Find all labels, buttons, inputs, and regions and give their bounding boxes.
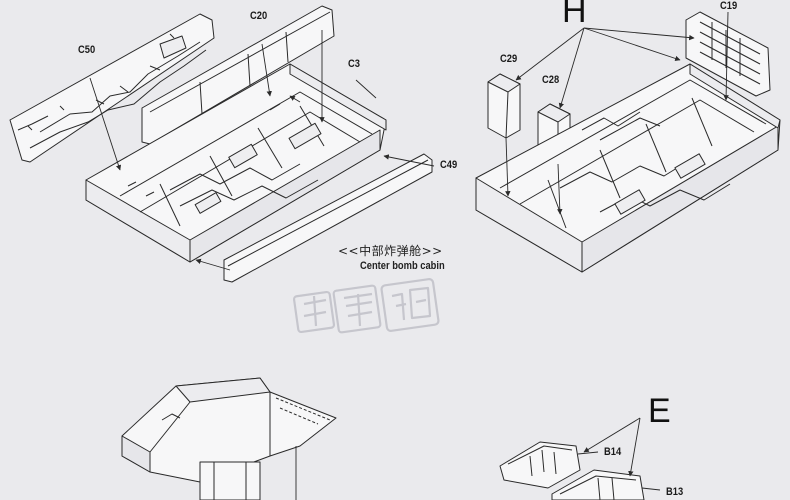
- caption-chinese: <<中部炸弹舱>>: [338, 244, 443, 258]
- label-c50: C50: [78, 44, 96, 56]
- label-c29: C29: [500, 53, 518, 65]
- part-c20-panel: [141, 5, 335, 145]
- label-b13: B13: [666, 486, 684, 498]
- h-leader-lines: [505, 11, 729, 215]
- e-leader-lines: [577, 417, 661, 491]
- watermark-logo: [292, 278, 440, 334]
- part-c49-strip: [223, 153, 433, 283]
- center-bomb-cabin-assembly: [9, 5, 435, 283]
- label-c20: C20: [250, 10, 268, 22]
- part-b14-frame: [499, 441, 581, 489]
- label-c19: C19: [720, 0, 738, 12]
- section-h-letter: H: [562, 0, 587, 30]
- nose-section-assembly: [121, 377, 337, 500]
- section-h-assembly: [475, 11, 781, 273]
- part-c19-grille: [685, 11, 771, 97]
- left-assembly-arrows: [89, 30, 435, 271]
- section-e-assembly: [499, 417, 661, 500]
- label-c28: C28: [542, 74, 560, 86]
- label-c49: C49: [440, 159, 458, 171]
- caption-english: Center bomb cabin: [360, 260, 445, 272]
- part-c29-block: [487, 73, 521, 139]
- label-c3: C3: [348, 58, 360, 70]
- part-c3-floor: [85, 63, 387, 263]
- label-b14: B14: [604, 446, 622, 458]
- part-h-tub: [475, 63, 781, 273]
- part-b13-frame: [551, 469, 645, 500]
- section-e-letter: E: [648, 392, 671, 430]
